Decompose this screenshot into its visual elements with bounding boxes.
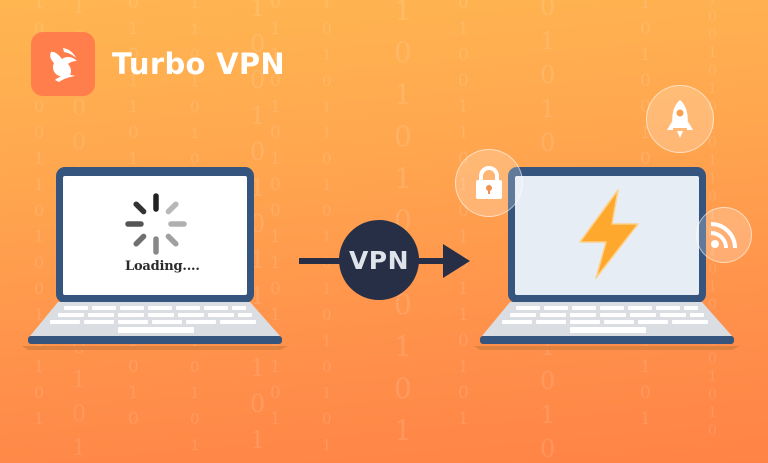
- brand-name: Turbo VPN: [112, 47, 285, 81]
- loading-status-text: Loading....: [125, 259, 200, 274]
- rabbit-icon: [31, 32, 95, 96]
- wifi-signal-icon: [696, 207, 752, 263]
- rocket-icon: [646, 85, 714, 153]
- arrow-right-icon: [443, 244, 470, 278]
- padlock-icon: [455, 149, 523, 217]
- vpn-label: VPN: [348, 245, 410, 275]
- laptop-keyboard-base: [474, 302, 740, 350]
- vpn-badge: VPN: [339, 220, 419, 300]
- lightning-bolt-icon: [579, 189, 639, 279]
- laptop-keyboard-base: [22, 302, 288, 350]
- brand-logo: Turbo VPN: [31, 32, 285, 96]
- loading-spinner-icon: [125, 193, 187, 255]
